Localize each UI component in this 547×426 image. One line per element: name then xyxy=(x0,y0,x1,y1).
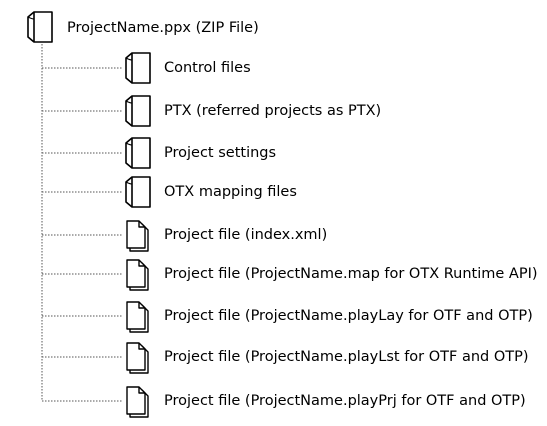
tree-node-label: OTX mapping files xyxy=(164,184,297,200)
file-icon xyxy=(126,220,149,252)
tree-node-label: Project file (ProjectName.playPrj for OT… xyxy=(164,393,526,409)
tree-node-5[interactable]: Project file (ProjectName.map for OTX Ru… xyxy=(0,257,547,291)
tree-node-1[interactable]: PTX (referred projects as PTX) xyxy=(0,94,547,128)
file-icon xyxy=(126,342,149,374)
tree-node-label: Project settings xyxy=(164,145,277,161)
tree-node-4[interactable]: Project file (index.xml) xyxy=(0,218,547,252)
tree-node-label: Control files xyxy=(164,60,251,76)
tree-node-6[interactable]: Project file (ProjectName.playLay for OT… xyxy=(0,299,547,333)
tree-node-label: Project file (ProjectName.playLay for OT… xyxy=(164,308,533,324)
root-label: ProjectName.ppx (ZIP File) xyxy=(67,20,259,36)
folder-icon xyxy=(125,52,151,84)
folder-icon xyxy=(125,95,151,127)
tree-node-label: Project file (index.xml) xyxy=(164,227,328,243)
file-icon xyxy=(126,301,149,333)
tree-node-0[interactable]: Control files xyxy=(0,51,547,85)
folder-icon xyxy=(125,176,151,208)
tree-node-label: PTX (referred projects as PTX) xyxy=(164,103,382,119)
tree-node-root[interactable]: ProjectName.ppx (ZIP File) xyxy=(0,10,547,44)
file-icon xyxy=(126,386,149,418)
tree-node-3[interactable]: OTX mapping files xyxy=(0,175,547,209)
tree-node-label: Project file (ProjectName.playLst for OT… xyxy=(164,349,529,365)
folder-icon xyxy=(125,137,151,169)
file-icon xyxy=(126,259,149,291)
tree-node-label: Project file (ProjectName.map for OTX Ru… xyxy=(164,266,538,282)
tree-node-8[interactable]: Project file (ProjectName.playPrj for OT… xyxy=(0,384,547,418)
tree-node-7[interactable]: Project file (ProjectName.playLst for OT… xyxy=(0,340,547,374)
tree-node-2[interactable]: Project settings xyxy=(0,136,547,170)
folder-icon xyxy=(27,11,53,43)
